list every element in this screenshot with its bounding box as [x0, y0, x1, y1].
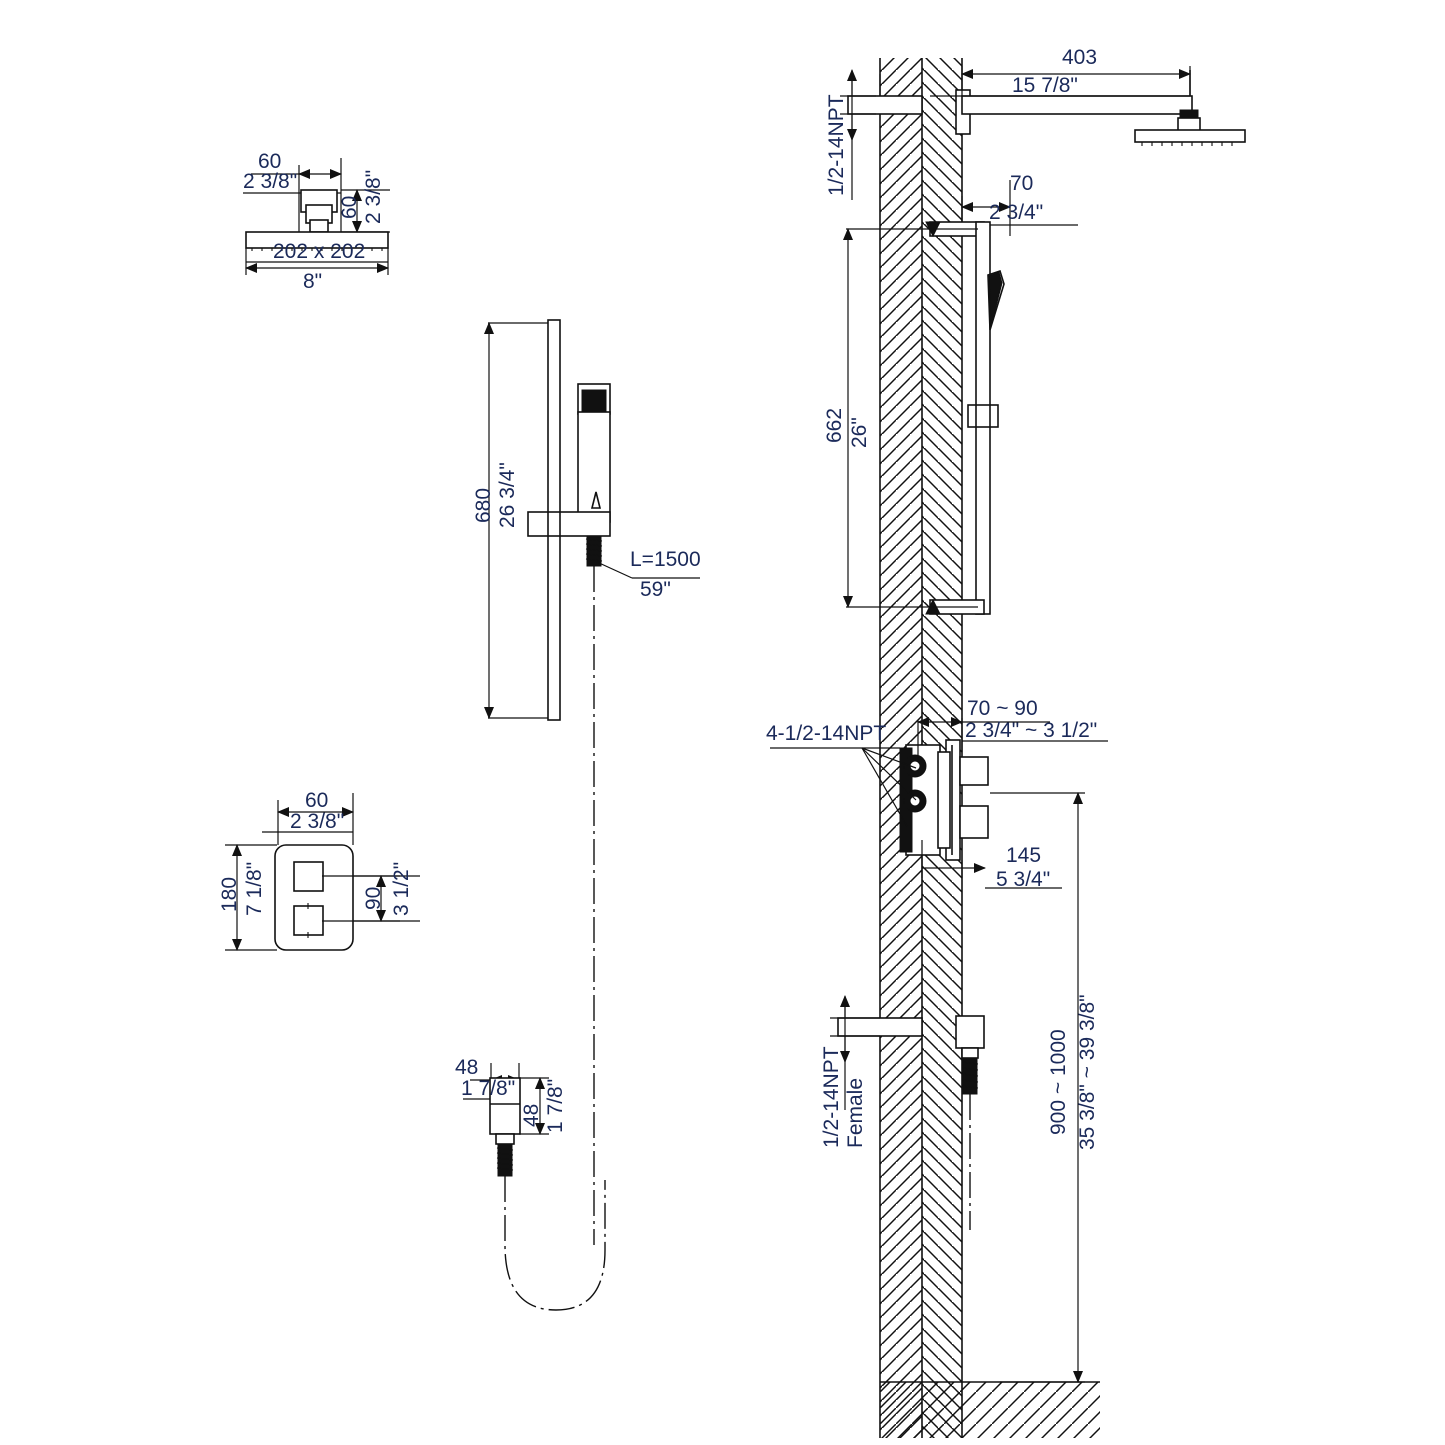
- dim-handle-spacing-in: 3 1/2": [390, 862, 413, 916]
- dim-slidebar-length-in: 26 3/4": [496, 462, 519, 528]
- label-outlet-thread-type: Female: [844, 1078, 867, 1148]
- dim-slidebar-length-mm: 680: [472, 488, 495, 523]
- view-outlet-detail: [463, 1063, 606, 1311]
- dim-outlet-width-mm: 48: [455, 1056, 478, 1079]
- dim-outlet-offset-mm: 145: [1006, 844, 1041, 867]
- dim-showerhead-inlet-width-in: 2 3/8": [243, 170, 297, 193]
- dim-showerhead-inlet-height-mm: 60: [338, 196, 361, 219]
- dim-bar-offset-mm: 70: [1010, 172, 1033, 195]
- dim-trim-width-mm: 60: [305, 789, 328, 812]
- dim-bar-height-in: 26": [848, 417, 871, 448]
- dim-arm-length-in: 15 7/8": [1012, 74, 1078, 97]
- dim-trim-width-in: 2 3/8": [290, 810, 344, 833]
- dim-trim-height-in: 7 1/8": [243, 862, 266, 916]
- label-valve-thread: 4-1/2-14NPT: [766, 722, 886, 745]
- view-trimplate-detail: [225, 793, 420, 951]
- dim-showerhead-inlet-height-in: 2 3/8": [362, 170, 385, 224]
- label-arm-thread: 1/2-14NPT: [825, 94, 848, 196]
- dim-valve-depth-in: 2 3/4" ~ 3 1/2": [965, 719, 1097, 742]
- dim-hose-length-in: 59": [640, 578, 671, 601]
- dim-valve-height-in: 35 3/8" ~ 39 3/8": [1076, 994, 1099, 1150]
- dim-valve-height-mm: 900 ~ 1000: [1047, 1029, 1070, 1135]
- view-showerhead-detail: [243, 158, 390, 275]
- dim-outlet-width-in: 1 7/8": [461, 1077, 515, 1100]
- dim-valve-depth-mm: 70 ~ 90: [967, 697, 1038, 720]
- dim-bar-height-mm: 662: [823, 408, 846, 443]
- dim-handle-spacing-mm: 90: [362, 887, 385, 910]
- dim-outlet-height-in: 1 7/8": [544, 1079, 567, 1133]
- view-wall-section: [770, 58, 1246, 1438]
- dim-outlet-offset-in: 5 3/4": [996, 868, 1050, 891]
- dim-showerhead-face-mm: 202 x 202: [273, 240, 365, 263]
- view-slidebar-detail: [484, 319, 700, 1245]
- dim-showerhead-face-in: 8": [303, 270, 322, 293]
- dim-trim-height-mm: 180: [218, 877, 241, 912]
- dim-hose-length-label: L=1500: [630, 548, 701, 571]
- dim-arm-length-mm: 403: [1062, 46, 1097, 69]
- dim-outlet-height-mm: 48: [520, 1104, 543, 1127]
- dim-bar-offset-in: 2 3/4": [989, 201, 1043, 224]
- dim-showerhead-inlet-width-mm: 60: [258, 150, 281, 173]
- label-outlet-thread: 1/2-14NPT: [820, 1046, 843, 1148]
